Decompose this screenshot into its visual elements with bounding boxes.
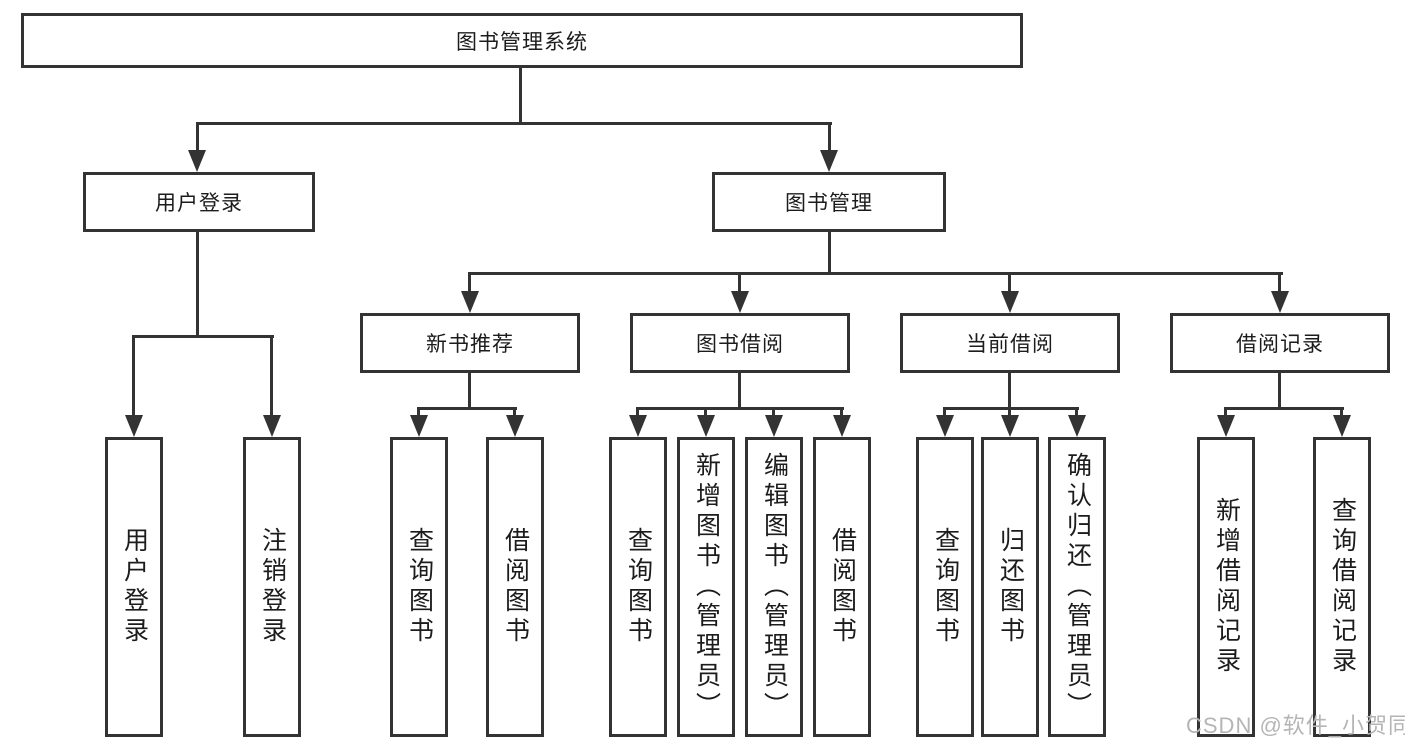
node-borrowing-records: 借阅记录 (1170, 313, 1390, 373)
connector-drop-borrow-records (1278, 272, 1281, 293)
node-library-management-system: 图书管理系统 (21, 13, 1023, 68)
arrowhead-down-icon (833, 415, 851, 437)
connector-new-book-rail (417, 407, 517, 410)
leaf-user-login: 用户登录 (105, 437, 163, 737)
leaf-logout: 注销登录 (243, 437, 301, 737)
connector-drop-leaf-login (132, 335, 135, 417)
connector-drop-book-mgmt (828, 122, 831, 154)
arrowhead-down-icon (1217, 415, 1235, 437)
connector-user-login-stem (196, 232, 199, 338)
arrowhead-down-icon (506, 415, 524, 437)
node-book-management: 图书管理 (712, 172, 946, 232)
arrowhead-down-icon (461, 291, 479, 313)
connector-new-book-stem (468, 373, 471, 410)
connector-root-rail (196, 122, 832, 125)
connector-drop-new-book (468, 272, 471, 293)
connector-borrow-records-stem (1278, 373, 1281, 410)
leaf-borrow-books-2: 借阅图书 (813, 437, 871, 737)
connector-drop (840, 407, 843, 419)
connector-drop (1340, 407, 1343, 419)
arrowhead-down-icon (1068, 415, 1086, 437)
connector-drop (513, 407, 516, 419)
arrowhead-down-icon (410, 415, 428, 437)
arrowhead-down-icon (697, 415, 715, 437)
connector-current-borrow-rail (943, 407, 1079, 410)
connector-drop (417, 407, 420, 419)
connector-book-borrow-rail (636, 407, 844, 410)
connector-drop-book-borrow (738, 272, 741, 293)
leaf-return-books: 归还图书 (981, 437, 1039, 737)
node-book-borrowing: 图书借阅 (630, 313, 850, 373)
csdn-watermark: CSDN @软件_小贺同学 (1186, 713, 1405, 738)
connector-book-mgmt-stem (828, 232, 831, 275)
leaf-query-books-2: 查询图书 (609, 437, 667, 737)
connector-drop (636, 407, 639, 419)
node-new-book-recommendation: 新书推荐 (360, 313, 580, 373)
arrowhead-down-icon (263, 415, 281, 437)
arrowhead-down-icon (731, 291, 749, 313)
connector-drop (1224, 407, 1227, 419)
node-user-login: 用户登录 (83, 172, 315, 232)
arrowhead-down-icon (936, 415, 954, 437)
leaf-query-borrow-record: 查询借阅记录 (1313, 437, 1371, 737)
leaf-query-books-1: 查询图书 (390, 437, 448, 737)
node-current-borrowing: 当前借阅 (900, 313, 1120, 373)
connector-current-borrow-stem (1008, 373, 1011, 410)
leaf-confirm-return-admin: 确认归还（管理员） (1048, 437, 1106, 737)
connector-drop (1075, 407, 1078, 419)
leaf-borrow-books-1: 借阅图书 (486, 437, 544, 737)
leaf-add-borrow-record: 新增借阅记录 (1197, 437, 1255, 737)
arrowhead-down-icon (1333, 415, 1351, 437)
leaf-edit-books-admin: 编辑图书（管理员） (745, 437, 803, 737)
connector-user-login-rail (132, 335, 274, 338)
arrowhead-down-icon (629, 415, 647, 437)
arrowhead-down-icon (1271, 291, 1289, 313)
connector-drop (1008, 407, 1011, 419)
arrowhead-down-icon (188, 150, 206, 172)
connector-borrow-records-rail (1224, 407, 1344, 410)
leaf-query-books-3: 查询图书 (916, 437, 974, 737)
connector-drop-user-login (196, 122, 199, 154)
arrowhead-down-icon (820, 150, 838, 172)
arrowhead-down-icon (765, 415, 783, 437)
connector-drop (772, 407, 775, 419)
connector-root-stem (519, 68, 522, 124)
connector-drop (943, 407, 946, 419)
connector-drop-current-borrow (1008, 272, 1011, 293)
leaf-add-books-admin: 新增图书（管理员） (677, 437, 735, 737)
arrowhead-down-icon (125, 415, 143, 437)
arrowhead-down-icon (1001, 415, 1019, 437)
connector-book-borrow-stem (738, 373, 741, 410)
connector-drop (704, 407, 707, 419)
arrowhead-down-icon (1001, 291, 1019, 313)
connector-drop-leaf-logout (270, 335, 273, 417)
connector-book-mgmt-rail (469, 272, 1283, 275)
